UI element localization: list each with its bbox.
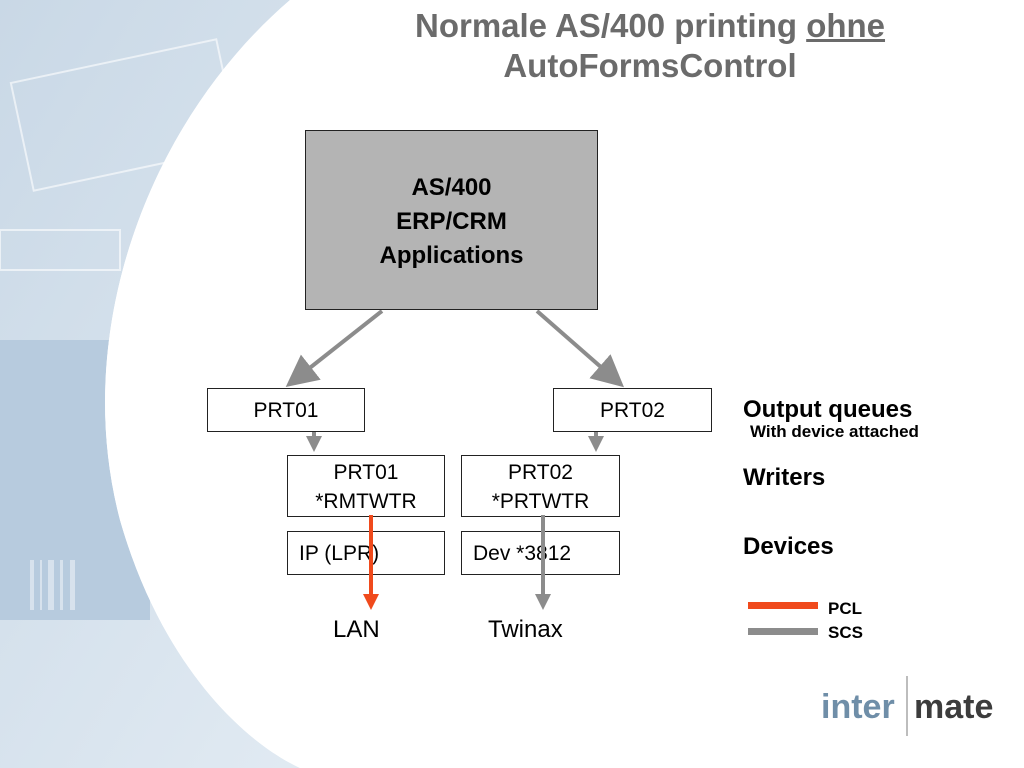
as400-system-box: AS/400 ERP/CRM Applications [305, 130, 598, 310]
logo-text-inter: inter [821, 688, 895, 726]
legend-scs-label: SCS [828, 623, 863, 642]
arrow-system-to-prt01 [285, 309, 384, 387]
side-label-writers: Writers [743, 464, 826, 491]
writer1-line2: *RMTWTR [315, 490, 417, 513]
connection-twinax-label: Twinax [488, 616, 563, 643]
writer1-line1: PRT01 [333, 461, 399, 484]
system-line1: AS/400 [411, 174, 492, 201]
system-line3: Applications [379, 242, 524, 269]
title-line1-emphasis: ohne [806, 7, 886, 44]
output-queue-prt01: PRT01 [207, 388, 365, 432]
title-line2: AutoFormsControl [503, 47, 797, 84]
slide-title: Normale AS/400 printing ohne AutoFormsCo… [300, 6, 1000, 86]
writer2-line1: PRT02 [508, 461, 573, 484]
system-line2: ERP/CRM [396, 208, 507, 235]
title-line1-prefix: Normale AS/400 printing [414, 7, 807, 44]
device-dev-3812: Dev *3812 [461, 531, 620, 575]
side-label-devices: Devices [743, 533, 834, 560]
device-ip-lpr: IP (LPR) [287, 531, 445, 575]
side-label-output-queues: Output queues [743, 396, 913, 423]
legend-scs-swatch [748, 628, 818, 635]
legend-pcl-swatch [748, 602, 818, 609]
arrow-system-to-prt02 [535, 309, 625, 388]
connection-lan-label: LAN [333, 616, 380, 643]
logo-divider [906, 676, 908, 736]
logo-text-mate: mate [914, 688, 994, 726]
side-label-output-queues-sub: With device attached [750, 422, 919, 441]
writer2-line2: *PRTWTR [491, 490, 590, 513]
output-queue-prt02: PRT02 [553, 388, 712, 432]
writer-prt01: PRT01 *RMTWTR [287, 455, 445, 517]
legend-pcl-label: PCL [828, 599, 862, 618]
writer-prt02: PRT02 *PRTWTR [461, 455, 620, 517]
intermate-logo: inter mate [818, 676, 1008, 736]
